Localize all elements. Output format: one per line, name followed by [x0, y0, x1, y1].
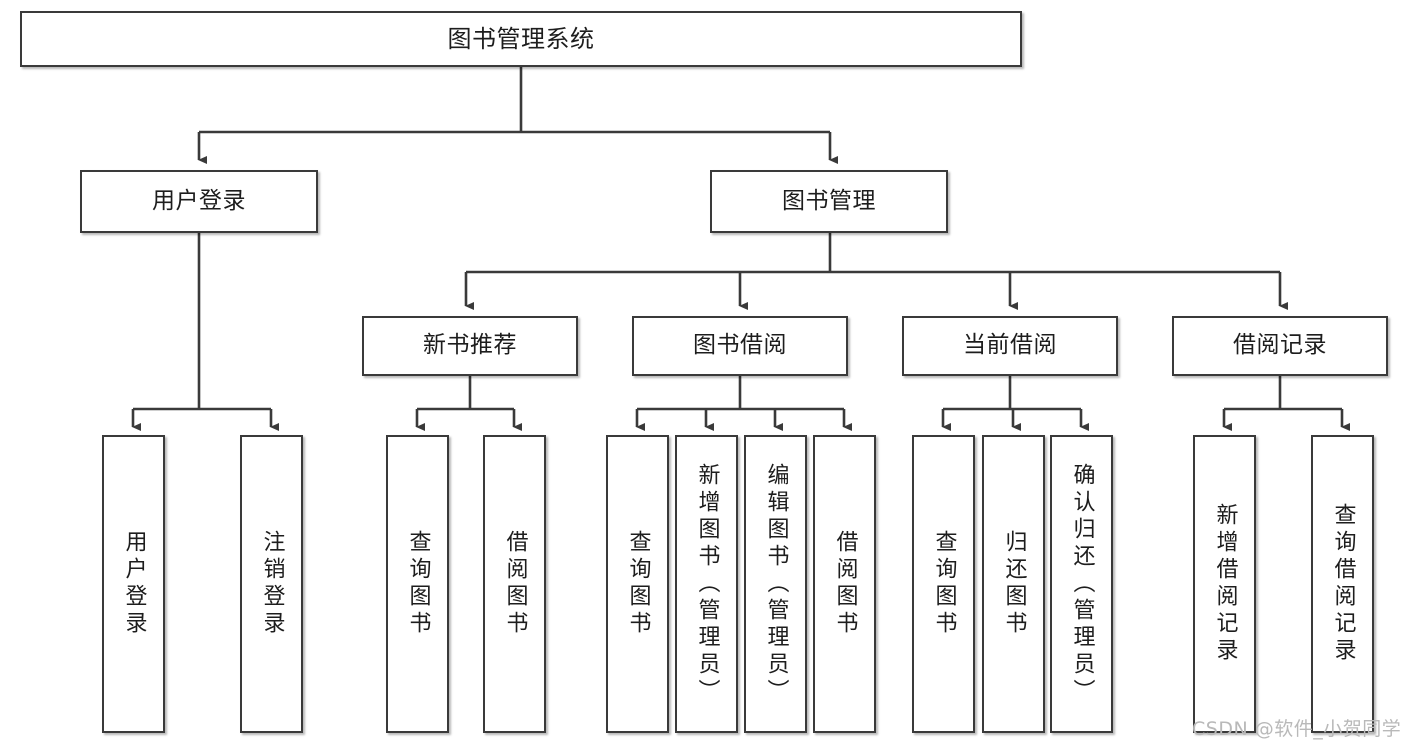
leaf-current-borrow-confirm-return[interactable]: 确认归还（管理员）: [1050, 435, 1113, 733]
leaf-current-borrow-return[interactable]: 归还图书: [982, 435, 1045, 733]
node-label: 借阅记录: [1233, 332, 1327, 359]
node-borrow-record[interactable]: 借阅记录: [1172, 316, 1388, 376]
node-new-book-recommend[interactable]: 新书推荐: [362, 316, 578, 376]
node-label: 新增借阅记录: [1212, 503, 1238, 665]
leaf-new-book-borrow[interactable]: 借阅图书: [483, 435, 546, 733]
leaf-book-borrow-borrow[interactable]: 借阅图书: [813, 435, 876, 733]
node-label: 归还图书: [1001, 530, 1027, 638]
node-book-borrow[interactable]: 图书借阅: [632, 316, 848, 376]
node-label: 图书借阅: [693, 332, 787, 359]
node-label: 查询借阅记录: [1330, 503, 1356, 665]
node-user-login[interactable]: 用户登录: [80, 170, 318, 233]
node-book-management[interactable]: 图书管理: [710, 170, 948, 233]
csdn-watermark: CSDN @软件_小贺同学: [1192, 718, 1402, 740]
node-label: 图书管理: [782, 187, 876, 214]
node-label: 编辑图书（管理员）: [763, 462, 789, 706]
leaf-borrow-record-add[interactable]: 新增借阅记录: [1193, 435, 1256, 733]
node-label: 查询图书: [931, 530, 957, 638]
node-label: 借阅图书: [832, 530, 858, 638]
leaf-borrow-record-query[interactable]: 查询借阅记录: [1311, 435, 1374, 733]
leaf-book-borrow-query[interactable]: 查询图书: [606, 435, 669, 733]
node-label: 新书推荐: [423, 332, 517, 359]
node-label: 注销登录: [259, 530, 285, 638]
node-label: 新增图书（管理员）: [694, 462, 720, 706]
node-label: 当前借阅: [963, 332, 1057, 359]
node-label: 用户登录: [152, 187, 246, 214]
leaf-current-borrow-query[interactable]: 查询图书: [912, 435, 975, 733]
leaf-new-book-query[interactable]: 查询图书: [386, 435, 449, 733]
node-label: 用户登录: [121, 530, 147, 638]
leaf-book-borrow-add[interactable]: 新增图书（管理员）: [675, 435, 738, 733]
node-root-system[interactable]: 图书管理系统: [20, 11, 1022, 67]
node-current-borrow[interactable]: 当前借阅: [902, 316, 1118, 376]
node-label: 确认归还（管理员）: [1069, 462, 1095, 706]
node-label: 查询图书: [405, 530, 431, 638]
leaf-user-login-login[interactable]: 用户登录: [102, 435, 165, 733]
node-label: 图书管理系统: [447, 24, 595, 53]
leaf-book-borrow-edit[interactable]: 编辑图书（管理员）: [744, 435, 807, 733]
leaf-user-login-logout[interactable]: 注销登录: [240, 435, 303, 733]
node-label: 查询图书: [625, 530, 651, 638]
node-label: 借阅图书: [502, 530, 528, 638]
